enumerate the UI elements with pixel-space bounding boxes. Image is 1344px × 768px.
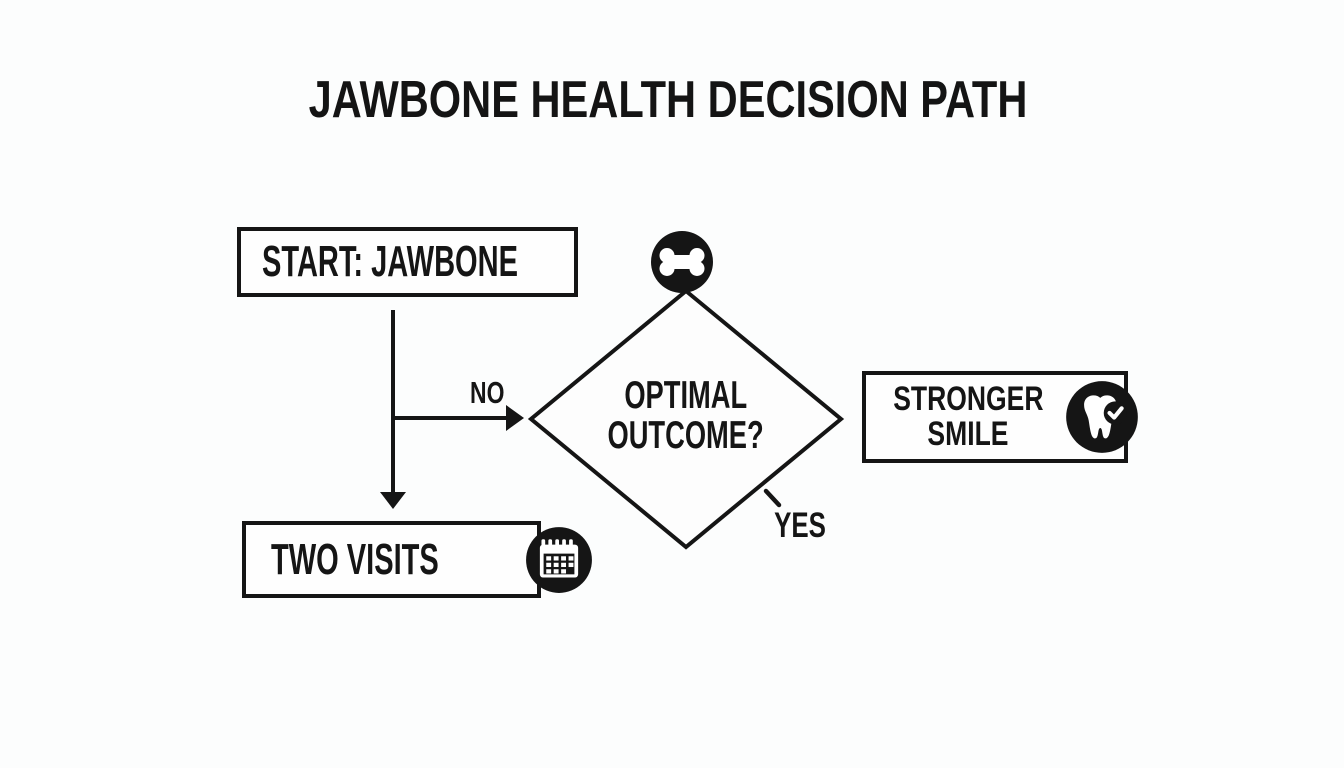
stronger-smile-line-1: STRONGER	[893, 380, 1044, 418]
edge-label-no: NO	[469, 375, 505, 410]
edge-yes-tick	[763, 488, 782, 508]
stronger-smile-line-2: SMILE	[927, 415, 1009, 453]
node-start: START: JAWBONE	[237, 227, 713, 297]
arrow-down-head-icon	[380, 492, 406, 509]
calendar-icon	[525, 526, 593, 594]
tooth-check-icon	[1065, 380, 1139, 454]
node-two-visits-label: TWO VISITS	[271, 534, 439, 584]
edge-label-yes: YES	[774, 506, 826, 545]
page-title: JAWBONE HEALTH DECISION PATH	[308, 71, 1028, 129]
decision-line-1: OPTIMAL	[624, 374, 748, 417]
node-start-label: START: JAWBONE	[262, 237, 518, 286]
node-stronger-smile-label: STRONGER SMILE	[872, 382, 1065, 452]
decision-diamond-shape	[527, 288, 845, 550]
node-decision-label: OPTIMAL OUTCOME?	[531, 376, 841, 456]
arrow-right-head-icon	[506, 405, 524, 431]
bone-icon	[650, 230, 714, 294]
decision-line-2: OUTCOME?	[607, 414, 765, 457]
node-stronger-smile: STRONGER SMILE	[862, 371, 1138, 463]
node-two-visits: TWO VISITS	[242, 521, 593, 598]
